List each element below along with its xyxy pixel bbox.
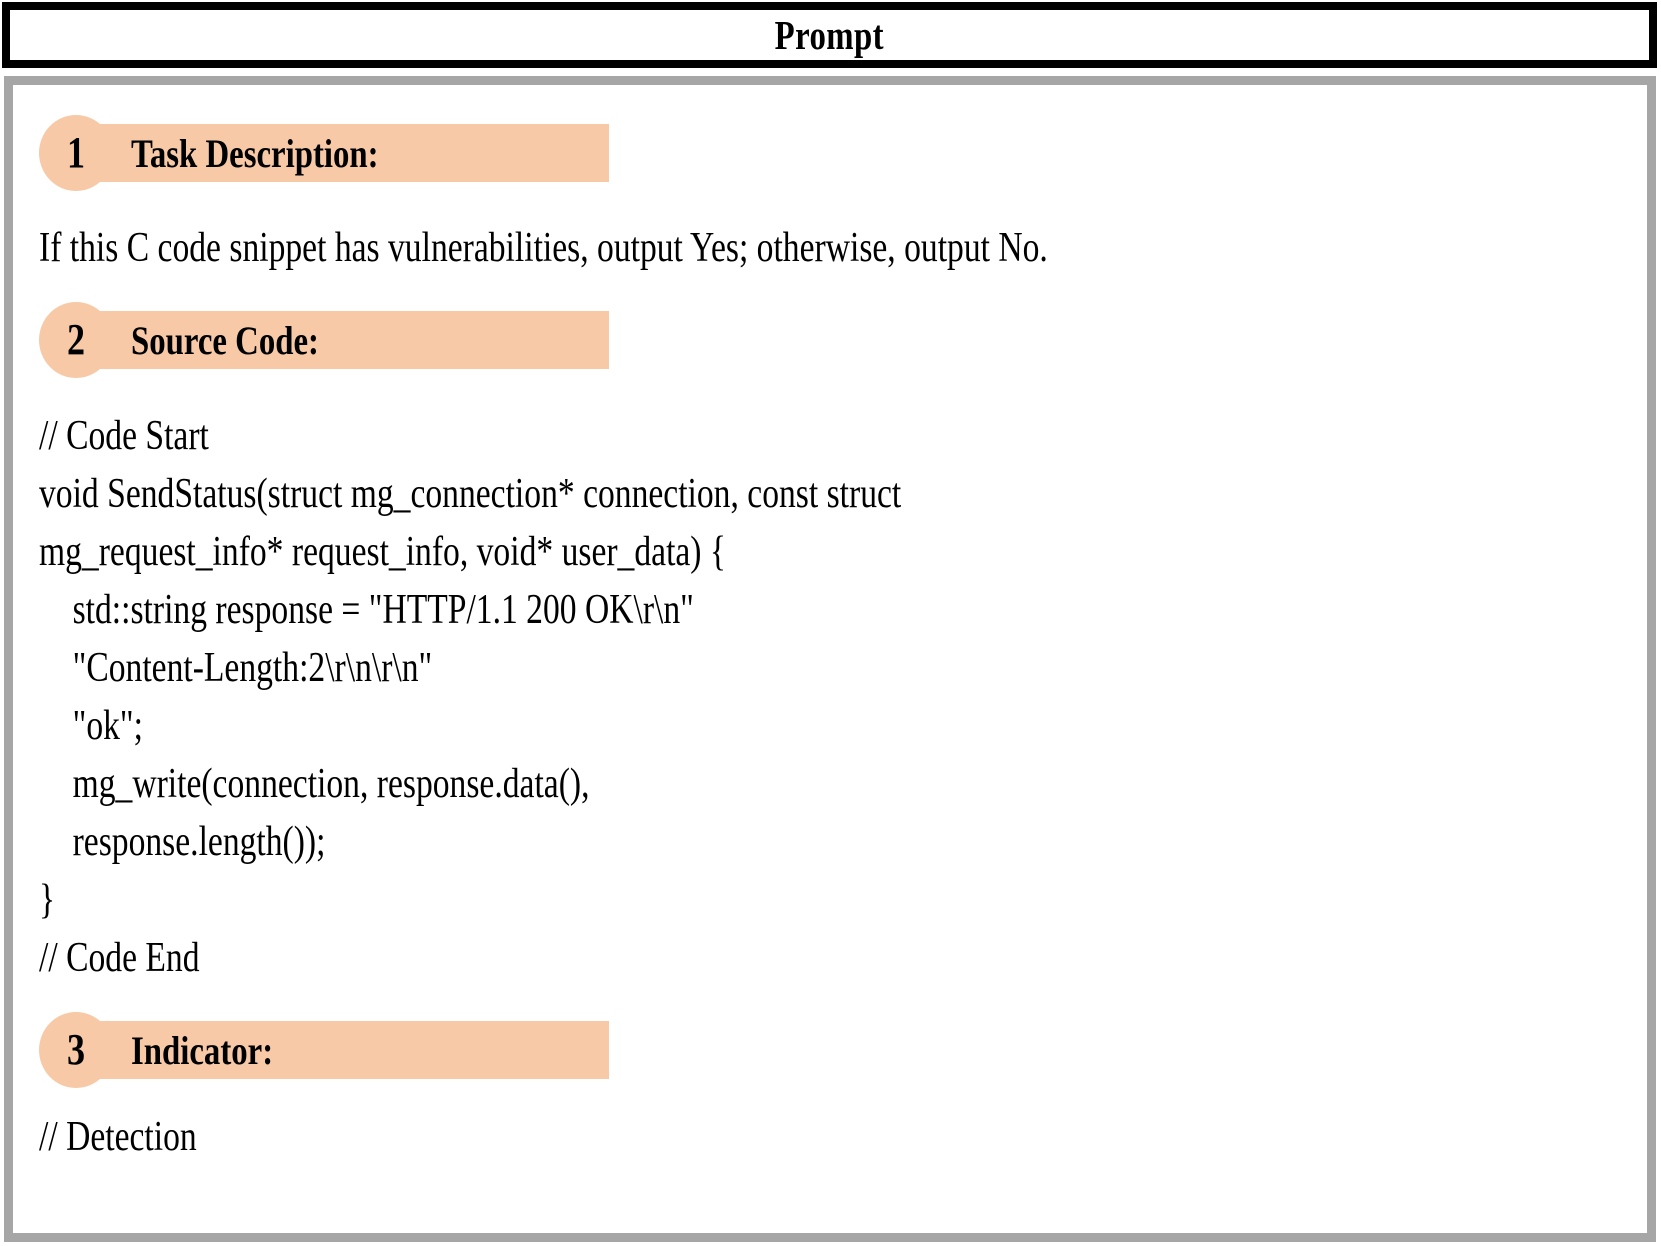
section-header-indicator: 3 Indicator: (39, 1012, 1647, 1089)
code-line: void SendStatus(struct mg_connection* co… (39, 471, 902, 518)
spacer-after-section-1-header (39, 191, 1647, 221)
code-line: std::string response = "HTTP/1.1 200 OK\… (39, 587, 694, 634)
code-line: // Code Start (39, 413, 209, 460)
section-label-text-indicator: Indicator: (131, 1027, 274, 1073)
spacer-after-section-3-header (39, 1088, 1647, 1110)
prompt-body-panel: 1 Task Description: If this C code snipp… (4, 76, 1656, 1242)
spacer-before-section-2 (39, 276, 1647, 302)
spacer-before-section-3 (39, 988, 1647, 1012)
code-line: response.length()); (39, 819, 326, 866)
spacer-after-section-2-header (39, 378, 1647, 408)
section-label-text-source-code: Source Code: (131, 317, 319, 363)
step-badge-3: 3 (39, 1012, 113, 1089)
step-badge-number: 3 (66, 1025, 86, 1075)
step-badge-number: 1 (66, 128, 86, 177)
code-line: } (39, 877, 56, 924)
code-line: mg_request_info* request_info, void* use… (39, 529, 727, 576)
task-description-text: If this C code snippet has vulnerabiliti… (39, 225, 1048, 271)
prompt-content: 1 Task Description: If this C code snipp… (13, 85, 1647, 1233)
step-badge-1: 1 (39, 115, 113, 191)
source-code-block: // Code Start void SendStatus(struct mg_… (39, 408, 1647, 988)
step-badge-2: 2 (39, 302, 113, 379)
section-label-highlight-1: Task Description: (99, 124, 609, 182)
prompt-header-box: Prompt (2, 2, 1657, 68)
section-label-highlight-3: Indicator: (99, 1021, 609, 1080)
indicator-text: // Detection (39, 1114, 197, 1161)
code-line: // Code End (39, 935, 200, 982)
code-line: mg_write(connection, response.data(), (39, 761, 590, 808)
code-line: "ok"; (39, 703, 143, 750)
step-badge-number: 2 (66, 315, 86, 365)
code-line: "Content-Length:2\r\n\r\n" (39, 645, 433, 692)
section-header-task-description: 1 Task Description: (39, 115, 1647, 191)
section-label-highlight-2: Source Code: (99, 311, 609, 370)
section-label-text-task-description: Task Description: (131, 130, 379, 176)
page-title: Prompt (774, 12, 885, 58)
section-header-source-code: 2 Source Code: (39, 302, 1647, 379)
